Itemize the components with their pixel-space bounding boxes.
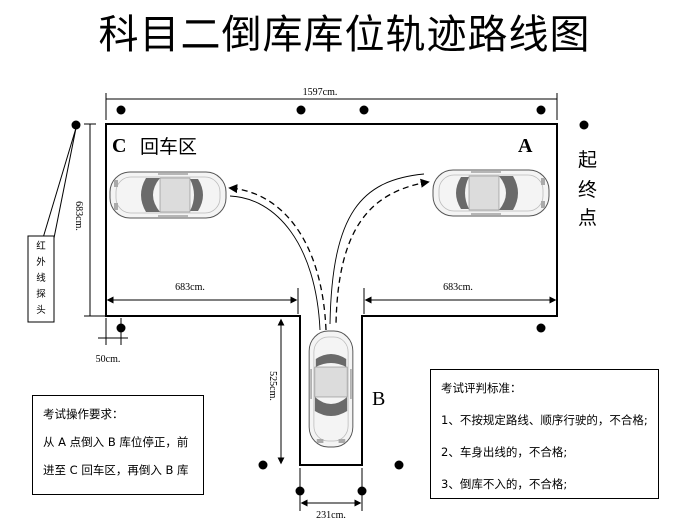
trajectory-b-to-c xyxy=(228,184,327,331)
sensor-label-4: 探 xyxy=(36,289,46,300)
left-span-dimension xyxy=(106,288,299,314)
sensor-label-1: 红 xyxy=(36,241,46,252)
operation-title: 考试操作要求： xyxy=(43,407,124,421)
start-end-char-1: 起 xyxy=(578,149,597,171)
depth-label: 683cm. xyxy=(73,201,84,231)
total-width-label: 1597cm. xyxy=(303,87,338,98)
sensor-dot xyxy=(258,460,268,470)
trajectory-a-to-b-2 xyxy=(329,173,425,325)
sensor-dots xyxy=(71,105,589,496)
sensor-dot xyxy=(71,120,81,130)
start-end-char-2: 终 xyxy=(578,179,597,201)
operation-line-1: 从 A 点倒入 B 库位停正，前 xyxy=(43,435,189,449)
sensor-label-5: 头 xyxy=(36,305,46,316)
criteria-item-3: 3、倒库不入的，不合格; xyxy=(441,477,568,491)
right-span-dimension xyxy=(363,288,557,314)
garage-width-dimension xyxy=(299,468,363,511)
criteria-title: 考试评判标准： xyxy=(441,381,522,395)
offset-label: 50cm. xyxy=(96,354,121,365)
sensor-label-3: 线 xyxy=(36,273,46,284)
sensor-dot xyxy=(536,105,546,115)
operation-requirements-box: 考试操作要求： 从 A 点倒入 B 库位停正，前 进至 C 回车区，再倒入 B … xyxy=(32,395,204,495)
car-a xyxy=(432,169,550,217)
garage-outline xyxy=(105,123,558,466)
sensor-dot xyxy=(359,105,369,115)
point-a-label: A xyxy=(518,135,533,157)
sensor-dot xyxy=(579,120,589,130)
criteria-item-2: 2、车身出线的，不合格; xyxy=(441,445,568,459)
trajectory-a-to-b xyxy=(335,178,430,325)
return-area-label: 回车区 xyxy=(140,136,197,158)
point-c-label: C xyxy=(112,135,126,157)
sensor-dot xyxy=(357,486,367,496)
sensor-dot xyxy=(116,323,126,333)
operation-line-2: 进至 C 回车区，再倒入 B 库 xyxy=(43,463,189,477)
garage-width-label: 231cm. xyxy=(316,510,346,521)
car-b xyxy=(308,330,354,448)
garage-depth-label: 525cm. xyxy=(267,371,278,401)
left-span-label: 683cm. xyxy=(175,282,205,293)
sensor-dot xyxy=(394,460,404,470)
garage-depth-dimension xyxy=(275,315,300,465)
criteria-box: 考试评判标准： 1、不按规定路线、顺序行驶的，不合格; 2、车身出线的，不合格;… xyxy=(430,369,659,499)
sensor-dot xyxy=(296,105,306,115)
sensor-dot xyxy=(116,105,126,115)
sensor-callout xyxy=(27,127,77,323)
trajectory-lines xyxy=(228,173,430,331)
top-dimension xyxy=(105,93,558,120)
car-c xyxy=(109,171,227,219)
point-b-label: B xyxy=(372,388,385,410)
sensor-dot xyxy=(295,486,305,496)
page-title: 科目二倒库库位轨迹路线图 xyxy=(98,12,591,58)
trajectory-b-to-c-2 xyxy=(229,195,321,331)
sensor-label-2: 外 xyxy=(36,257,46,268)
criteria-item-1: 1、不按规定路线、顺序行驶的，不合格; xyxy=(441,413,648,427)
sensor-dot xyxy=(536,323,546,333)
right-span-label: 683cm. xyxy=(443,282,473,293)
depth-dimension xyxy=(84,123,106,317)
start-end-char-3: 点 xyxy=(578,207,597,229)
